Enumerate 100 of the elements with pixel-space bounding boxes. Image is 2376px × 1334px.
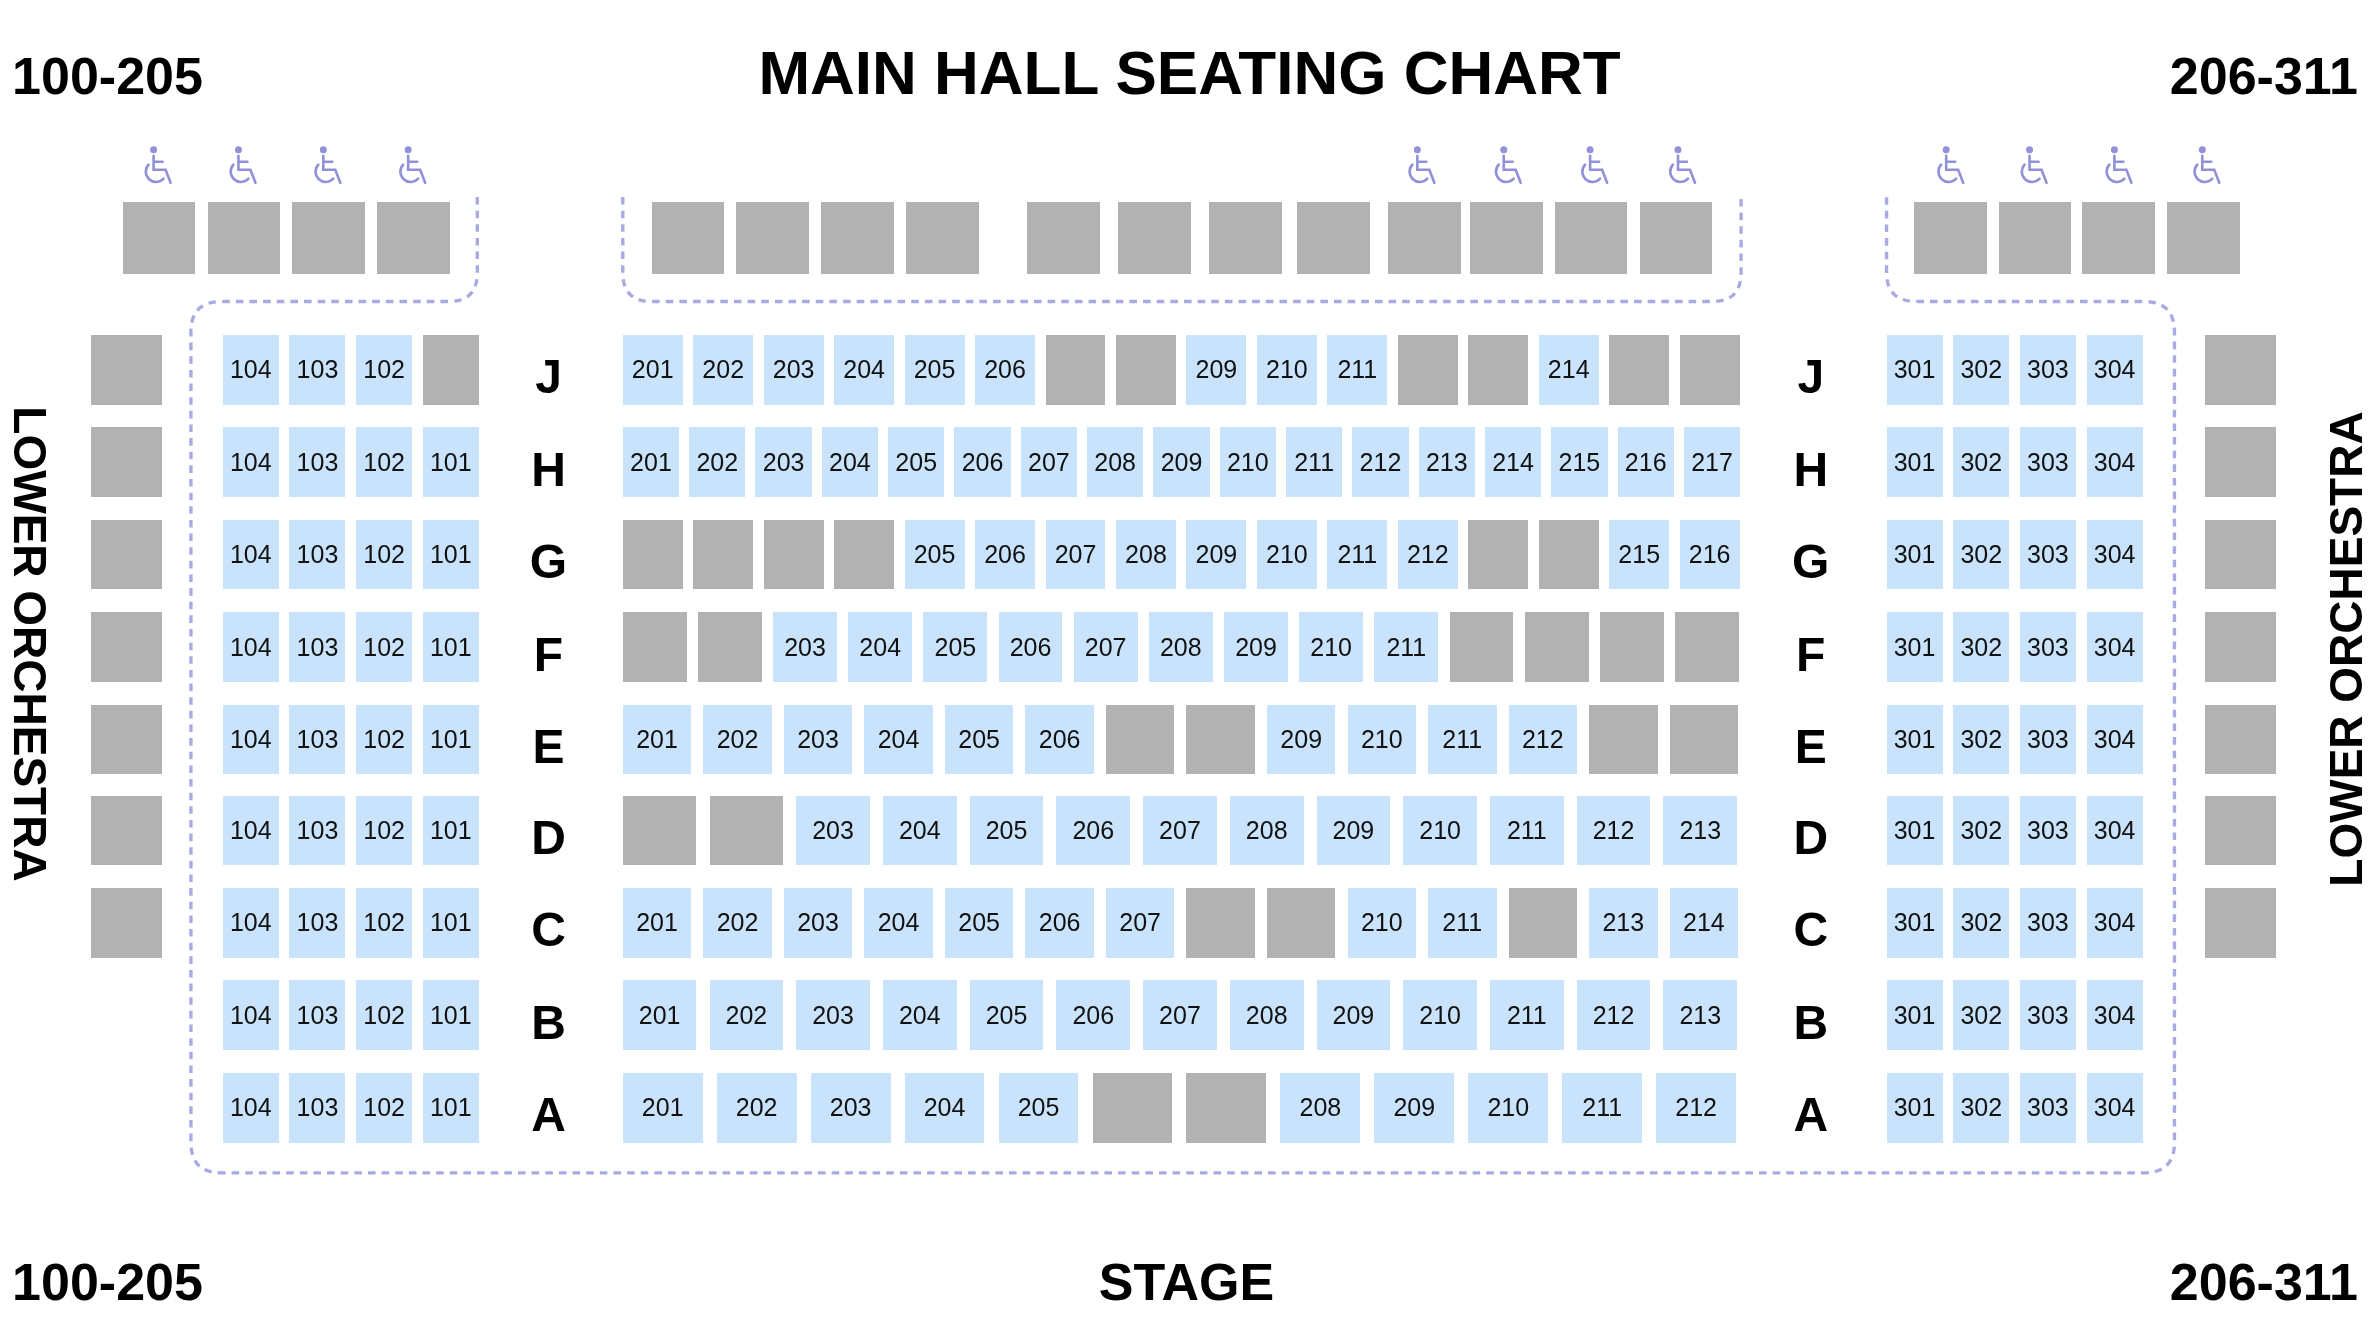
seat: 210 [1403,795,1477,866]
seat: 301 [1886,612,1943,682]
seat: 103 [289,704,346,775]
blocked-seat [90,519,163,590]
row-letter: G [1792,538,1830,587]
seat: 205 [998,1072,1079,1143]
seat: 209 [1186,334,1247,405]
seat: 101 [422,612,479,682]
blocked-seat [1449,612,1514,682]
seat: 202 [693,334,754,405]
blocked-seat [622,612,687,682]
seat: 101 [422,1072,479,1143]
blocked-seat [1116,334,1176,405]
seat: 209 [1374,1072,1455,1143]
seat: 213 [1663,980,1738,1051]
seat: 103 [289,519,346,590]
seat: 215 [1551,427,1608,497]
seat: 211 [1374,612,1439,682]
seat: 208 [1116,519,1176,590]
seat: 301 [1886,427,1943,497]
seat: 102 [356,519,413,590]
seat: 204 [834,334,895,405]
seat: 209 [1186,519,1247,590]
seat: 208 [1087,427,1144,497]
section-range: 100-205 [12,1255,203,1308]
seat: 201 [622,980,697,1051]
seat: 211 [1490,980,1564,1051]
seat: 302 [1953,334,2010,405]
seat: 303 [2019,980,2076,1051]
seat: 208 [1229,980,1304,1051]
blocked-seat [1675,612,1739,682]
blocked-seat [697,612,762,682]
seat: 202 [703,704,772,775]
blocked-seat [1998,201,2072,275]
blocked-seat [2204,519,2276,590]
seat: 206 [998,612,1063,682]
seat: 206 [1025,887,1094,958]
seat: 204 [882,795,957,866]
seat: 204 [882,980,957,1051]
blocked-seat [2204,795,2276,866]
seat: 205 [904,519,965,590]
blocked-seat [622,795,697,866]
seat: 201 [622,334,683,405]
seat: 211 [1428,887,1497,958]
seat: 205 [888,427,945,497]
seat: 304 [2086,612,2143,682]
row-letter: B [531,998,566,1047]
blocked-seat [906,201,979,275]
seat: 210 [1256,519,1317,590]
row-letter: B [1793,998,1829,1047]
seat: 302 [1953,1072,2010,1143]
blocked-seat [2204,612,2276,682]
seat: 101 [422,519,479,590]
seat: 301 [1886,704,1943,775]
blocked-seat [2204,887,2276,958]
seat: 207 [1073,612,1138,682]
seat: 207 [1045,519,1106,590]
blocked-seat [122,201,196,275]
seat: 101 [422,980,479,1051]
blocked-seat [2082,201,2155,275]
seat: 202 [703,887,772,958]
seat: 104 [222,980,279,1051]
seat: 207 [1020,427,1078,497]
blocked-seat [1397,334,1458,405]
seat: 213 [1418,427,1475,497]
section-name: LOWER ORCHESTRA [7,406,54,882]
seat: 203 [783,704,853,775]
blocked-seat [1045,334,1106,405]
seat: 205 [944,704,1014,775]
seat: 206 [1056,980,1131,1051]
seat: 216 [1679,519,1740,590]
seat: 209 [1316,980,1391,1051]
seat: 301 [1886,334,1943,405]
blocked-seat [90,887,163,958]
blocked-seat [1468,334,1529,405]
blocked-seat [821,201,894,275]
seat: 104 [222,704,279,775]
blocked-seat [622,519,683,590]
seat: 303 [2019,334,2076,405]
seat: 303 [2019,612,2076,682]
seat: 204 [864,704,933,775]
row-letter: G [529,538,568,587]
seat: 303 [2019,427,2076,497]
blocked-seat [2204,704,2276,775]
seat: 204 [864,887,933,958]
seat: 215 [1609,519,1670,590]
blocked-seat [736,201,810,275]
seat: 303 [2019,795,2076,866]
seat: 104 [222,519,279,590]
seat: 214 [1484,427,1542,497]
row-letter: J [535,353,562,402]
blocked-seat [377,201,451,275]
seat: 102 [356,980,413,1051]
seat: 213 [1589,887,1658,958]
seat: 304 [2086,519,2143,590]
section-name: LOWER ORCHESTRA [2322,410,2369,887]
seat: 101 [422,704,479,775]
row-letter: F [1796,630,1826,679]
blocked-seat [1468,519,1529,590]
seat: 103 [289,427,346,497]
